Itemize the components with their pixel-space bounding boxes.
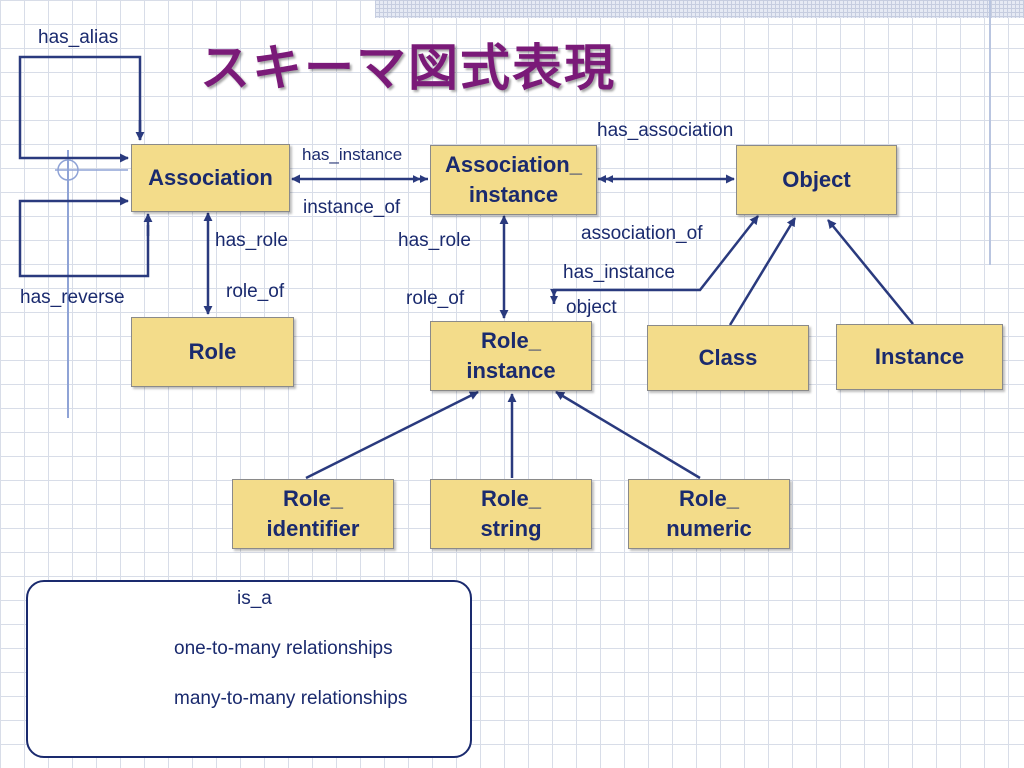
instance-box-label: Instance bbox=[874, 344, 965, 369]
label-has-role-mid: has_role bbox=[398, 230, 471, 251]
role-instance-box: Role_ instance bbox=[430, 321, 592, 391]
label-has-instance-top: has_instance bbox=[302, 145, 403, 164]
legend-one-to-many-label: one-to-many relationships bbox=[174, 638, 393, 659]
role-identifier-to-role-instance bbox=[305, 390, 479, 480]
association-box-label: Association bbox=[148, 165, 273, 190]
class-box-label: Class bbox=[698, 345, 758, 370]
has-alias-loop bbox=[18, 55, 142, 163]
role-instance-box-label: Role_ instance bbox=[466, 328, 556, 383]
legend-is-a-label: is_a bbox=[237, 588, 272, 609]
role-box-label: Role bbox=[188, 339, 237, 364]
decorative-vertical-line bbox=[989, 0, 991, 265]
label-has-role-left: has_role bbox=[215, 230, 288, 251]
association-box: Association bbox=[131, 144, 290, 212]
label-role-of-mid: role_of bbox=[406, 288, 465, 309]
label-instance-of: instance_of bbox=[303, 197, 401, 218]
instance-to-object bbox=[827, 219, 914, 325]
label-association-of: association_of bbox=[581, 223, 703, 244]
role-identifier-box: Role_ identifier bbox=[232, 479, 394, 549]
role-box: Role bbox=[131, 317, 294, 387]
page-title: スキーマ図式表現 bbox=[200, 39, 616, 97]
instance-box: Instance bbox=[836, 324, 1003, 390]
role-string-box: Role_ string bbox=[430, 479, 592, 549]
class-box: Class bbox=[647, 325, 809, 391]
label-has-association: has_association bbox=[597, 120, 734, 141]
role-instance-to-object bbox=[550, 215, 759, 304]
decorative-vertical-line-left bbox=[67, 150, 69, 418]
legend-many-to-many-label: many-to-many relationships bbox=[174, 688, 408, 709]
object-box-label: Object bbox=[782, 167, 851, 192]
association-instance-box-label: Association_ instance bbox=[445, 152, 582, 207]
label-role-of-left: role_of bbox=[226, 281, 285, 302]
association-instance-box: Association_ instance bbox=[430, 145, 597, 215]
role-numeric-box-label: Role_ numeric bbox=[666, 486, 752, 541]
top-decorative-band bbox=[375, 0, 1024, 18]
role-numeric-box: Role_ numeric bbox=[628, 479, 790, 549]
legend-panel bbox=[26, 580, 472, 758]
has-reverse-loop bbox=[18, 196, 150, 278]
label-has-alias: has_alias bbox=[38, 27, 119, 48]
role-numeric-to-role-instance bbox=[555, 390, 701, 480]
object-box: Object bbox=[736, 145, 897, 215]
role-string-box-label: Role_ string bbox=[480, 486, 542, 541]
role-identifier-box-label: Role_ identifier bbox=[266, 486, 360, 541]
label-has-reverse: has_reverse bbox=[20, 287, 125, 308]
label-has-instance-right: has_instance bbox=[563, 262, 675, 283]
class-to-object bbox=[728, 217, 797, 326]
label-object: object bbox=[566, 297, 617, 318]
